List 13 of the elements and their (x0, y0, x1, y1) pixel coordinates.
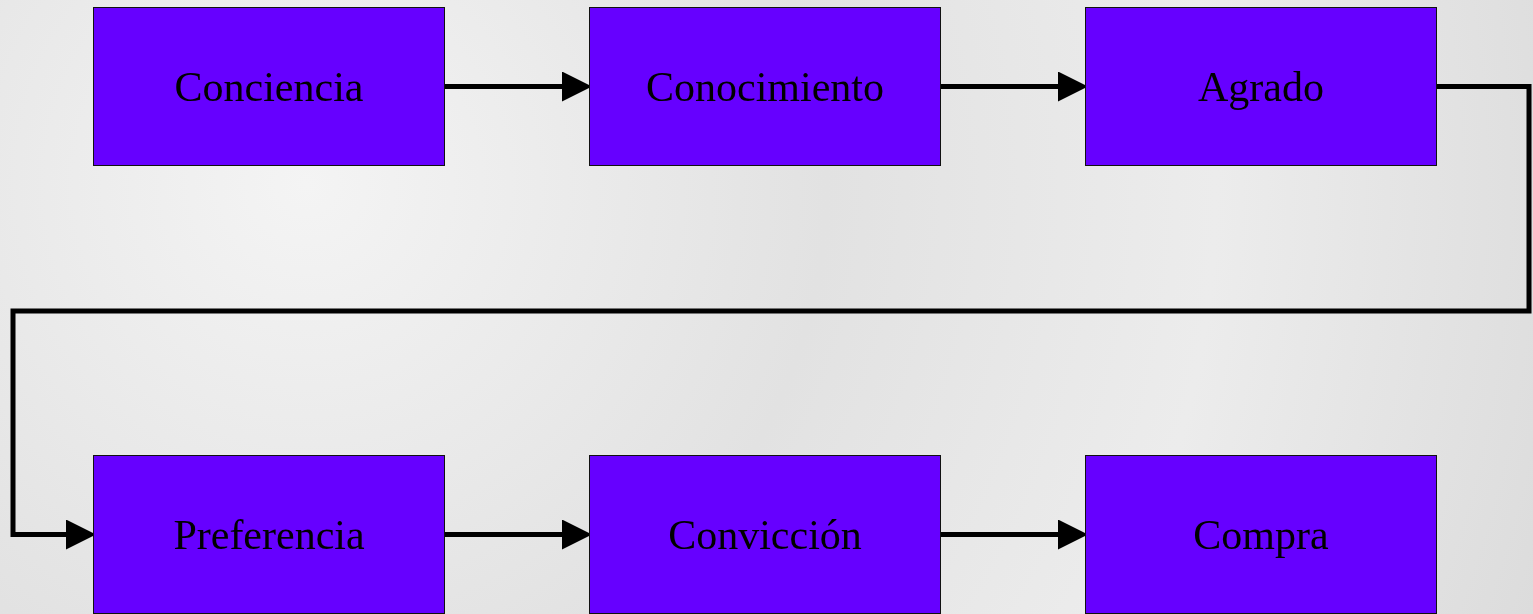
process-box (1085, 455, 1437, 614)
process-box (93, 455, 445, 614)
box-label: Convicción (668, 510, 862, 559)
box-label: Agrado (1198, 62, 1324, 111)
process-box (589, 7, 941, 166)
box-label: Preferencia (173, 510, 365, 559)
process-box (589, 455, 941, 614)
box-label: Conocimiento (646, 62, 884, 111)
arrow (10, 84, 1532, 550)
box-label: Conciencia (174, 62, 364, 111)
process-box (93, 7, 445, 166)
box-label: Compra (1193, 510, 1329, 559)
process-box (1085, 7, 1437, 166)
